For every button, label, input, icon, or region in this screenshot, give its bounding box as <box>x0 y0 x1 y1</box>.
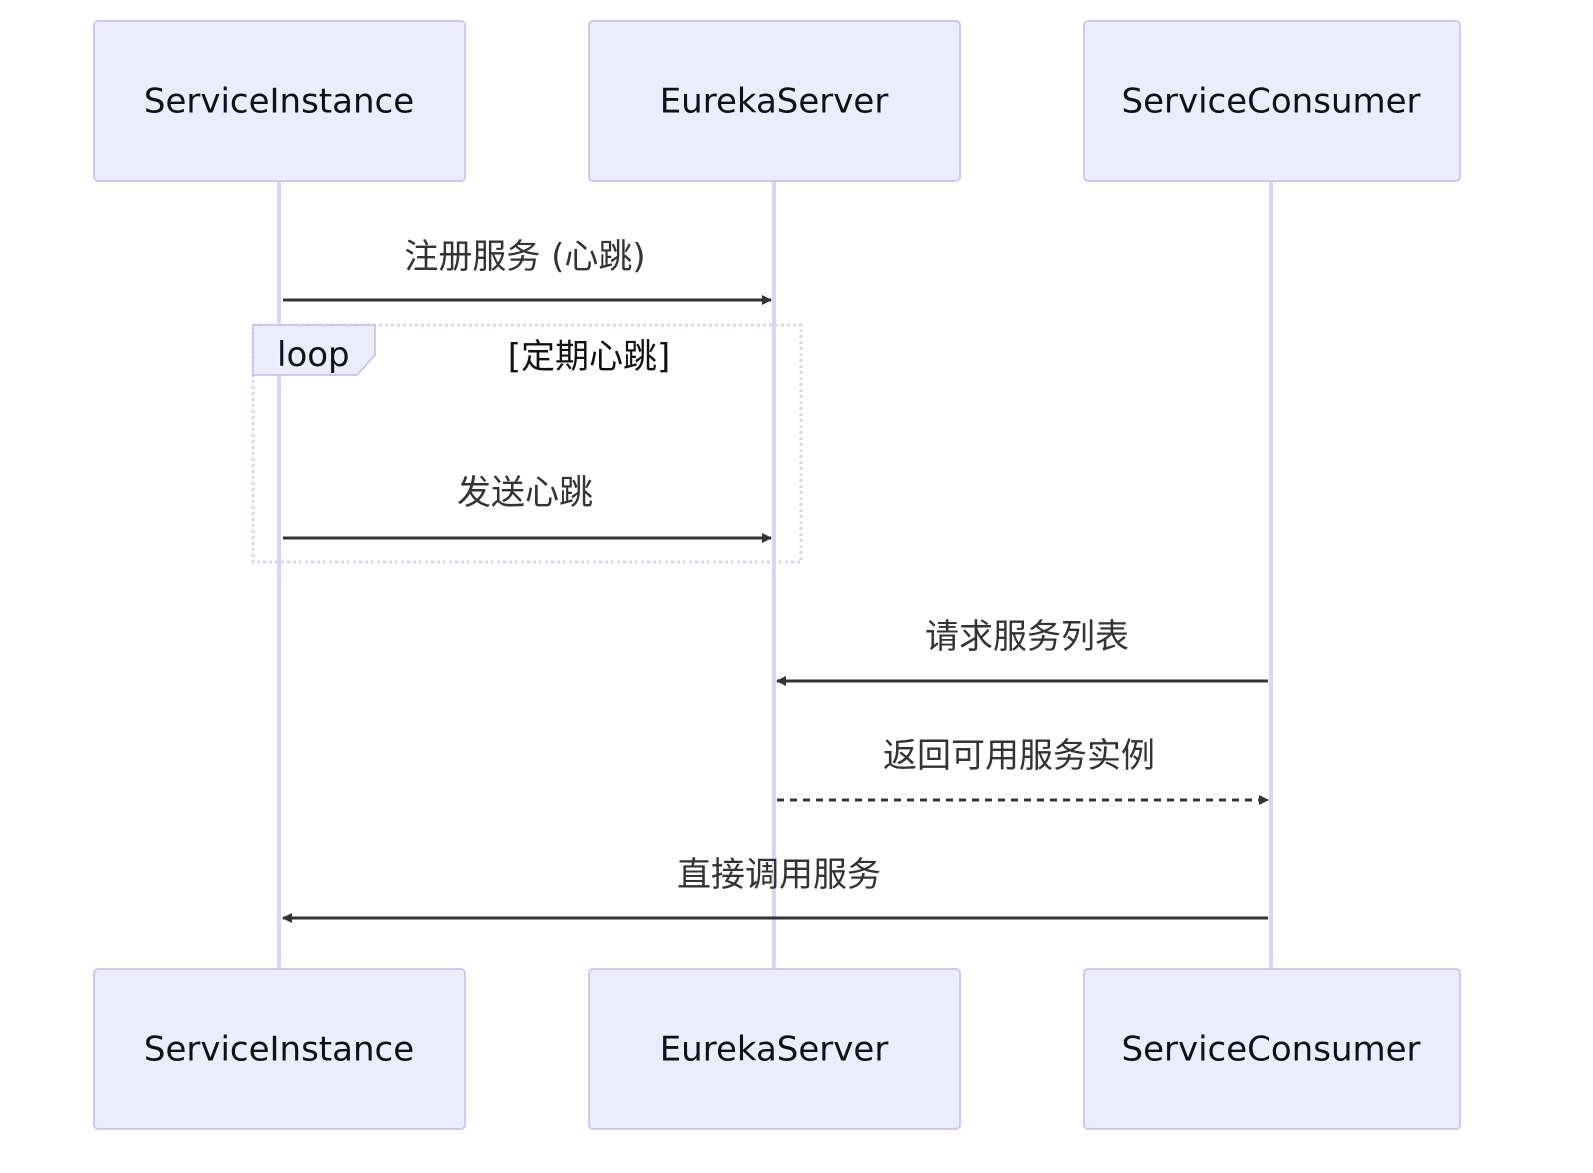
loop-keyword: loop <box>277 335 350 375</box>
actor-label: ServiceInstance <box>144 1030 414 1070</box>
loop-condition: [定期心跳] <box>508 337 671 377</box>
message-label: 直接调用服务 <box>677 855 881 895</box>
actor-bottom-eureka-server: EurekaServer <box>588 968 961 1130</box>
actor-label: ServiceConsumer <box>1121 82 1420 122</box>
message-return-instances: 返回可用服务实例 <box>777 736 1269 805</box>
message-label: 返回可用服务实例 <box>883 736 1155 776</box>
message-register: 注册服务 (心跳) <box>283 237 772 305</box>
actor-label: ServiceInstance <box>144 82 414 122</box>
actor-top-service-instance: ServiceInstance <box>93 20 466 182</box>
actor-top-service-consumer: ServiceConsumer <box>1083 20 1461 182</box>
message-heartbeat: 发送心跳 <box>283 473 772 543</box>
actor-label: EurekaServer <box>660 1030 889 1070</box>
message-direct-call: 直接调用服务 <box>282 855 1268 923</box>
actor-label: ServiceConsumer <box>1121 1030 1420 1070</box>
message-label: 注册服务 (心跳) <box>404 237 645 277</box>
message-label: 请求服务列表 <box>925 617 1129 657</box>
loop-frame <box>251 323 803 564</box>
message-request-service-list: 请求服务列表 <box>776 617 1268 686</box>
actor-bottom-service-instance: ServiceInstance <box>93 968 466 1130</box>
loop-tab <box>252 324 376 376</box>
actor-label: EurekaServer <box>660 82 889 122</box>
actor-top-eureka-server: EurekaServer <box>588 20 961 182</box>
message-label: 发送心跳 <box>457 473 593 513</box>
actor-bottom-service-consumer: ServiceConsumer <box>1083 968 1461 1130</box>
